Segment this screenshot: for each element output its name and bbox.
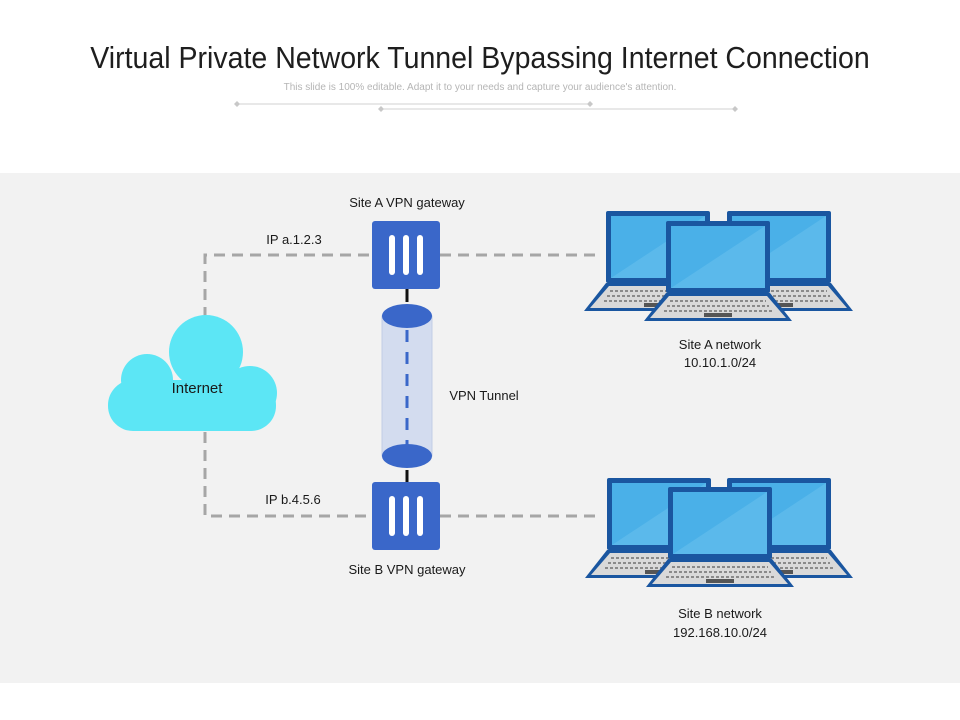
internet-to-gateway-a-line xyxy=(203,253,372,318)
site-a-network-label: Site A network xyxy=(678,337,762,352)
site-a-gateway-icon xyxy=(372,221,440,302)
site-a-subnet-label: 10.10.1.0/24 xyxy=(683,355,757,370)
site-b-gateway-label: Site B VPN gateway xyxy=(348,562,466,577)
ip-a-label: IP a.1.2.3 xyxy=(266,232,322,247)
page-title: Virtual Private Network Tunnel Bypassing… xyxy=(90,40,870,75)
internet-to-gateway-b-line xyxy=(203,432,372,518)
internet-label: Internet xyxy=(171,380,223,397)
site-a-gateway-label: Site A VPN gateway xyxy=(349,195,465,210)
connector-lines xyxy=(203,253,600,518)
site-b-network-label: Site B network xyxy=(678,606,762,621)
site-b-laptops-icon xyxy=(584,477,854,588)
vpn-tunnel-label: VPN Tunnel xyxy=(449,388,519,403)
vpn-tunnel-icon xyxy=(381,304,433,468)
site-a-laptops-icon xyxy=(583,210,854,322)
ip-b-label: IP b.4.5.6 xyxy=(265,492,321,507)
site-b-subnet-label: 192.168.10.0/24 xyxy=(673,625,767,640)
page-subtitle: This slide is 100% editable. Adapt it to… xyxy=(283,82,677,93)
internet-cloud-icon xyxy=(108,315,277,431)
site-b-gateway-icon xyxy=(372,470,440,550)
